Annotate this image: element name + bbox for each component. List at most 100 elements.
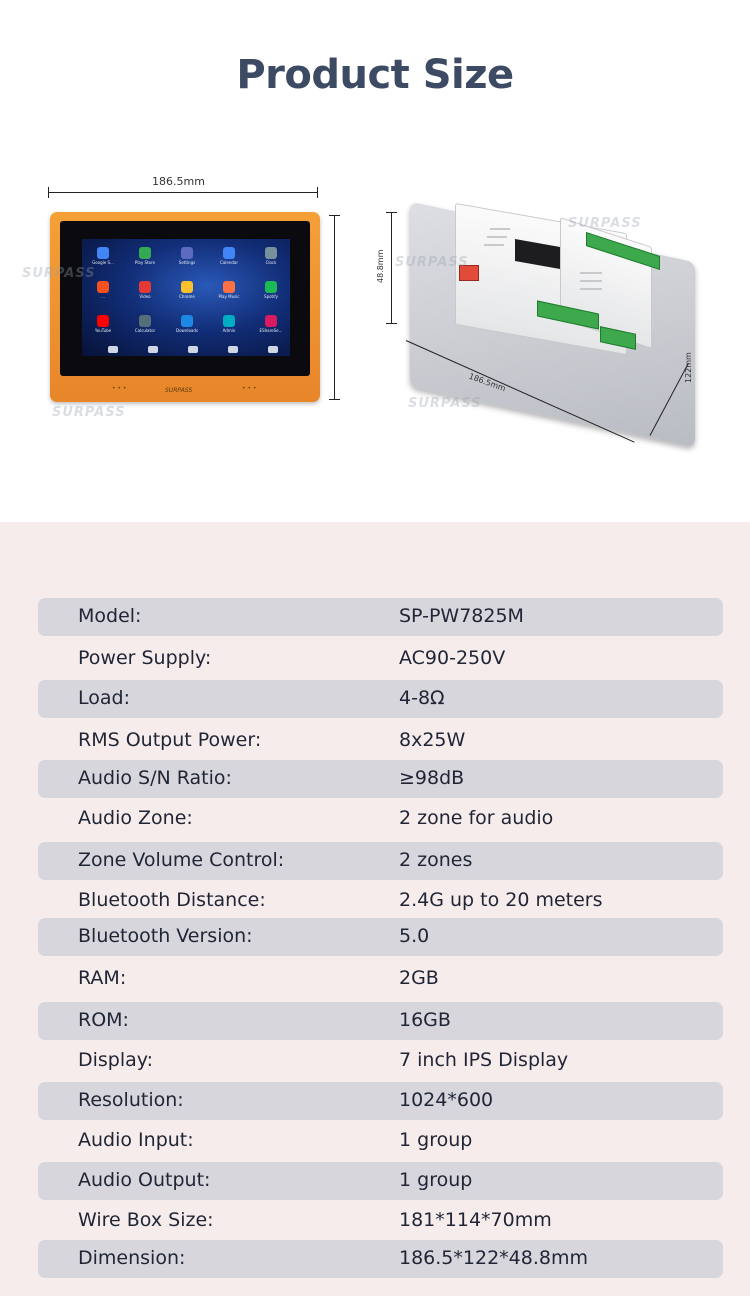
recents-icon[interactable] [188, 346, 198, 353]
watermark: SURPASS [408, 396, 482, 411]
spec-row: Bluetooth Distance: 2.4G up to 20 meters [38, 882, 723, 920]
front-width-label: 186.5mm [152, 175, 205, 188]
app-icon[interactable]: EShareSe... [256, 315, 286, 337]
app-glyph-icon [223, 315, 235, 327]
spec-value: 5.0 [399, 925, 430, 947]
app-icon[interactable]: Calendar [214, 247, 244, 269]
spec-row: Audio S/N Ratio:≥98dB [38, 760, 723, 798]
height-dimension-line [334, 215, 335, 400]
spec-row: Wire Box Size: 181*114*70mm [38, 1202, 723, 1240]
spec-value: 1 group [399, 1169, 473, 1191]
page-title: Product Size [236, 52, 514, 98]
spec-row: Display:7 inch IPS Display [38, 1042, 723, 1080]
app-icon[interactable]: Play Store [130, 247, 160, 269]
spec-key: Model: [78, 605, 142, 627]
app-glyph-icon [97, 247, 109, 259]
depth-dimension-line [391, 212, 392, 324]
app-label: Google S... [92, 260, 114, 265]
app-glyph-icon [265, 281, 277, 293]
vent-slot [580, 272, 602, 274]
watermark: SURPASS [22, 266, 96, 281]
spec-key: Display: [78, 1049, 154, 1071]
spec-key: Bluetooth Distance: [78, 889, 266, 911]
app-label: Admin [222, 328, 236, 333]
width-dimension-tick-left [48, 187, 49, 198]
home-icon[interactable] [148, 346, 158, 353]
spec-key: Audio Zone: [78, 807, 193, 829]
app-glyph-icon [139, 281, 151, 293]
spec-key: RAM: [78, 967, 127, 989]
app-icon[interactable]: Video [130, 281, 160, 303]
app-glyph-icon [97, 315, 109, 327]
width-dimension-tick-right [317, 187, 318, 198]
spec-row: Load:4-8Ω [38, 680, 723, 718]
terminal-block [459, 265, 479, 281]
app-icon[interactable]: Settings [172, 247, 202, 269]
app-glyph-icon [97, 281, 109, 293]
app-icon[interactable]: Downloads [172, 315, 202, 337]
app-icon[interactable]: Admin [214, 315, 244, 337]
spec-row: Resolution: 1024*600 [38, 1082, 723, 1120]
spec-value: 2 zones [399, 849, 473, 871]
app-label: YouTube [94, 328, 112, 333]
speaker-dots-right: • • • [242, 385, 257, 392]
back-icon[interactable] [108, 346, 118, 353]
app-icon[interactable]: Spotify [256, 281, 286, 303]
device-logo: SURPASS [165, 387, 193, 394]
app-icon[interactable]: Play Music [214, 281, 244, 303]
app-icon[interactable]: Clock [256, 247, 286, 269]
back-depth-label: 48.8mm [376, 249, 385, 283]
app-icon[interactable]: ... [88, 281, 118, 303]
app-label: Chrome [179, 294, 195, 299]
watermark: SURPASS [568, 216, 642, 231]
app-icon[interactable]: Chrome [172, 281, 202, 303]
spec-value: 1024*600 [399, 1089, 494, 1111]
android-icon[interactable] [268, 346, 278, 353]
android-nav-bar [82, 343, 290, 356]
app-label: Spotify [264, 294, 278, 299]
spec-value: 2 zone for audio [399, 807, 554, 829]
spec-value: 8x25W [399, 729, 466, 751]
app-glyph-icon [139, 315, 151, 327]
spec-row: Audio Zone: 2 zone for audio [38, 800, 723, 838]
spec-row: Bluetooth Version:5.0 [38, 918, 723, 956]
app-label: Calendar [220, 260, 238, 265]
spec-row: Zone Volume Control:2 zones [38, 842, 723, 880]
spec-key: Dimension: [78, 1247, 186, 1269]
spec-value: 2.4G up to 20 meters [399, 889, 603, 911]
spec-key: Load: [78, 687, 130, 709]
app-label: Downloads [176, 328, 198, 333]
app-glyph-icon [181, 281, 193, 293]
spec-key: Resolution: [78, 1089, 184, 1111]
camera-icon[interactable] [228, 346, 238, 353]
spec-value: 1 group [399, 1129, 473, 1151]
app-icon[interactable]: Calculator [130, 315, 160, 337]
vent-slot [490, 228, 510, 230]
spec-value: 16GB [399, 1009, 451, 1031]
back-height-label: 122mm [684, 352, 693, 383]
app-glyph-icon [139, 247, 151, 259]
spec-row: Audio Input:1 group [38, 1122, 723, 1160]
app-label: Calculator [134, 328, 156, 333]
spec-key: Wire Box Size: [78, 1209, 214, 1231]
app-label: Settings [178, 260, 196, 265]
app-glyph-icon [265, 247, 277, 259]
vent-slot [580, 280, 602, 282]
spec-key: Audio Output: [78, 1169, 211, 1191]
vent-slot [484, 244, 504, 246]
app-glyph-icon [223, 247, 235, 259]
app-label: Clock [265, 260, 277, 265]
app-glyph-icon [265, 315, 277, 327]
spec-key: Power Supply: [78, 647, 212, 669]
spec-key: RMS Output Power: [78, 729, 262, 751]
spec-value: AC90-250V [399, 647, 506, 669]
spec-value: 181*114*70mm [399, 1209, 552, 1231]
vent-slot [487, 236, 507, 238]
app-glyph-icon [181, 247, 193, 259]
spec-row: Dimension:186.5*122*48.8mm [38, 1240, 723, 1278]
app-icon[interactable]: YouTube [88, 315, 118, 337]
app-icon[interactable]: Google S... [88, 247, 118, 269]
vent-slot [580, 288, 602, 290]
